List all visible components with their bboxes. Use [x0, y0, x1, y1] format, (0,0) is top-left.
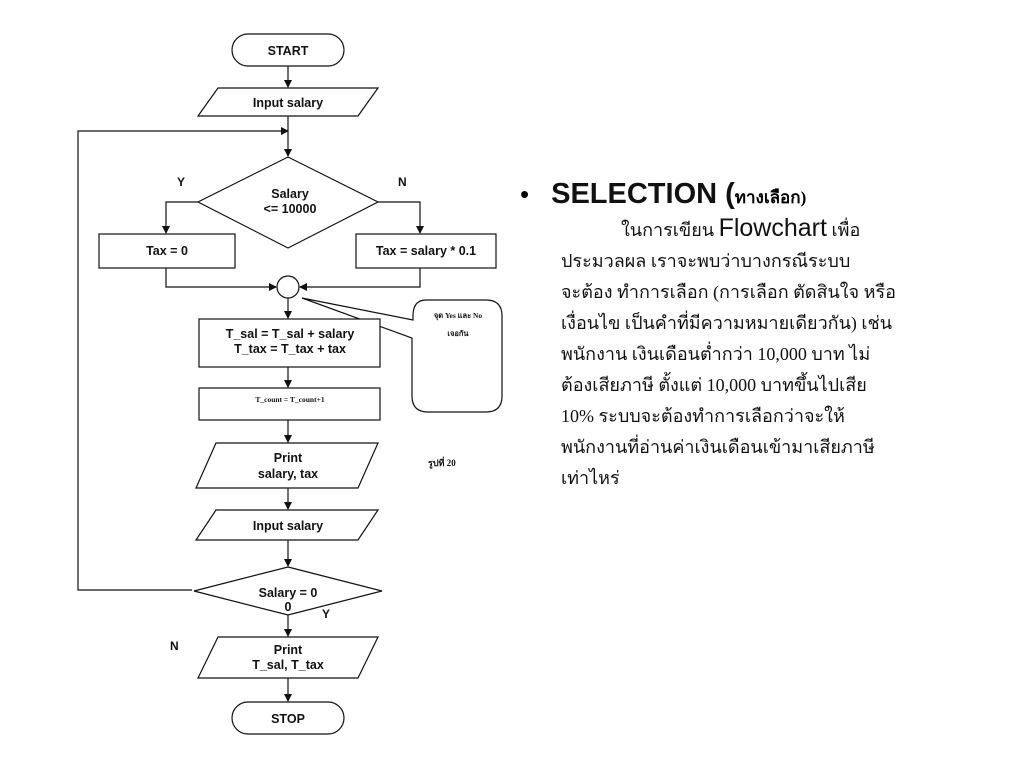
body-line: พนักงานที่อ่านค่าเงินเดือนเข้ามาเสียภาษี [561, 437, 875, 457]
body-line: เท่าไหร่ [561, 468, 620, 488]
print-salary-tax-parallelogram [195, 442, 379, 489]
tax-rate-process [355, 233, 497, 269]
intro-end: เพื่อ [831, 220, 861, 240]
salary-decision [196, 156, 380, 249]
yes-label: Y [177, 175, 185, 189]
tax-zero-label: Tax = 0 [146, 244, 188, 258]
body-paragraph: ในการเขียน Flowchart เพื่อ ประมวลผล เราจ… [561, 213, 992, 494]
tax-zero-process [98, 233, 236, 269]
print-line1: Print [274, 451, 303, 465]
decision-2-line2: 0 [285, 600, 292, 614]
body-line: พนักงาน เงินเดือนต่ำกว่า 10,000 บาท ไม่ [561, 344, 871, 364]
selection-text-block: • SELECTION ( ทางเลือก) ในการเขียน Flowc… [512, 178, 992, 494]
accumulate-line2: T_tax = T_tax + tax [234, 342, 346, 356]
input-salary-parallelogram [196, 87, 380, 117]
start-label: START [268, 44, 309, 58]
heading-row: • SELECTION ( ทางเลือก) [512, 178, 992, 211]
callout-line2: เจอกัน [447, 329, 469, 338]
loop-back-line [77, 130, 288, 591]
stop-terminator [231, 701, 345, 735]
print-line2: salary, tax [258, 467, 318, 481]
body-line: จะต้อง ทำการเลือก (การเลือก ตัดสินใจ หรื… [561, 282, 896, 302]
decision-1-line2: <= 10000 [264, 202, 317, 216]
input-salary-2-label: Input salary [253, 519, 323, 533]
body-line: ต้องเสียภาษี ตั้งแต่ 10,000 บาทขึ้นไปเสี… [561, 375, 867, 395]
merge-line-left [165, 268, 277, 291]
no-label: N [398, 175, 407, 189]
count-process [198, 387, 381, 421]
callout-line1: จุด Yes และ No [434, 311, 483, 320]
body-line: ประมวลผล เราจะพบว่าบางกรณีระบบ [561, 251, 851, 271]
input-salary-2-parallelogram [194, 509, 380, 541]
final-print-line2: T_sal, T_tax [252, 658, 324, 672]
count-label: T_count = T_count+1 [255, 395, 325, 404]
heading-main: SELECTION ( [551, 178, 735, 210]
bullet-icon: • [520, 179, 530, 209]
print-totals-parallelogram [197, 636, 379, 679]
no-2-label: N [170, 639, 179, 653]
body-line: 10% ระบบจะต้องทำการเลือกว่าจะให้ [561, 406, 845, 426]
figure-label: รูปที่ 20 [428, 456, 456, 469]
callout-bubble [301, 297, 503, 413]
final-print-line1: Print [274, 643, 303, 657]
accumulate-line1: T_sal = T_sal + salary [226, 327, 355, 341]
merge-line-right [299, 268, 421, 291]
tax-rate-label: Tax = salary * 0.1 [376, 244, 476, 258]
decision-1-line1: Salary [271, 187, 309, 201]
accumulate-process [198, 318, 381, 368]
yes-branch-line [162, 201, 198, 234]
stop-label: STOP [271, 712, 305, 726]
body-line: เงื่อนไข เป็นคำที่มีความหมายเดียวกัน) เช… [561, 313, 893, 333]
heading-thai: ทางเลือก) [734, 188, 807, 207]
merge-connector-circle [276, 275, 300, 299]
intro-text: ในการเขียน [621, 220, 715, 240]
no-branch-line [378, 201, 424, 234]
body-line-intro: ในการเขียน Flowchart เพื่อ [561, 213, 992, 246]
flowchart-word: Flowchart [718, 214, 827, 242]
yes-2-label: Y [322, 607, 330, 621]
input-salary-label: Input salary [253, 96, 323, 110]
decision-2-line1: Salary = 0 [259, 586, 318, 600]
